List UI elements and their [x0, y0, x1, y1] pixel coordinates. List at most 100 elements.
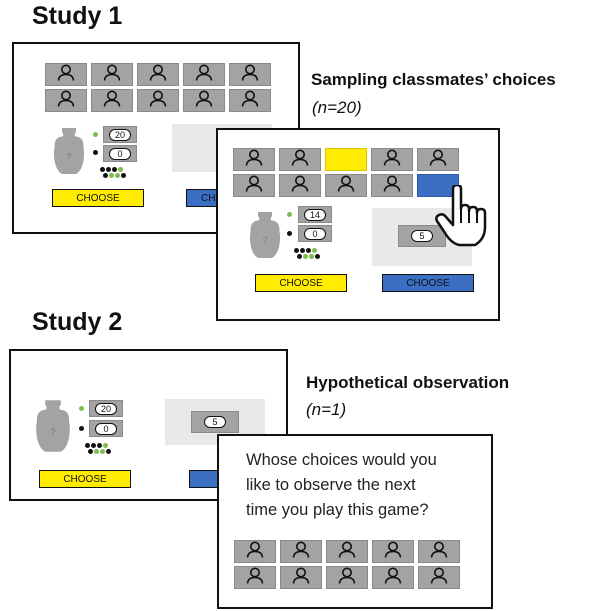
classmate-cell[interactable] [45, 89, 87, 112]
marble-dot [100, 449, 105, 454]
marble-dot [100, 167, 105, 172]
classmate-cell[interactable] [229, 89, 271, 112]
marble-dot [118, 167, 123, 172]
classmates-grid [234, 540, 460, 589]
study1-heading: Study 1 [32, 2, 123, 30]
classmate-cell[interactable] [417, 148, 459, 171]
classmate-cell[interactable] [280, 566, 322, 589]
study1-n-label: (n=20) [312, 98, 362, 117]
marble-dot [300, 248, 305, 253]
person-icon [195, 64, 213, 86]
classmates-grid [233, 148, 459, 197]
question-line: like to observe the next [246, 476, 416, 494]
question-line: Whose choices would you [246, 451, 437, 469]
marble-dot [112, 167, 117, 172]
classmate-cell[interactable] [183, 63, 225, 86]
classmate-cell[interactable] [45, 63, 87, 86]
person-icon [103, 64, 121, 86]
marble-dot [97, 443, 102, 448]
person-icon [383, 175, 401, 197]
classmate-cell[interactable] [418, 540, 460, 563]
marble-dot [303, 254, 308, 259]
green-bullet [93, 132, 98, 137]
classmate-cell[interactable] [280, 540, 322, 563]
marble-dot [85, 443, 90, 448]
classmate-cell[interactable] [233, 148, 275, 171]
person-icon [149, 64, 167, 86]
classmate-cell[interactable] [279, 148, 321, 171]
person-icon [291, 175, 309, 197]
classmate-cell[interactable] [183, 89, 225, 112]
marble-dot [312, 248, 317, 253]
svg-text:?: ? [51, 427, 56, 437]
count-box-top: 14 [298, 206, 332, 223]
classmate-cell[interactable] [91, 89, 133, 112]
question-text: Whose choices would you like to observe … [246, 448, 437, 523]
classmate-cell[interactable] [137, 63, 179, 86]
marble-dot [106, 167, 111, 172]
person-icon [241, 90, 259, 112]
person-icon [292, 567, 310, 589]
count-box-bottom: 0 [89, 420, 123, 437]
urn-icon: ? [248, 210, 282, 265]
person-icon [429, 149, 447, 171]
person-icon [430, 541, 448, 563]
count-box-bottom: 0 [103, 145, 137, 162]
classmate-cell[interactable] [326, 566, 368, 589]
choose-urn-button[interactable]: CHOOSE [52, 189, 144, 207]
classmate-cell[interactable] [234, 540, 276, 563]
classmate-cell[interactable] [325, 174, 367, 197]
urn-icon: ? [52, 126, 86, 181]
marble-dot [309, 254, 314, 259]
classmate-cell[interactable] [234, 566, 276, 589]
classmate-cell[interactable] [418, 566, 460, 589]
marble-dot [297, 254, 302, 259]
person-icon [245, 149, 263, 171]
marble-dot [109, 173, 114, 178]
count-box-top: 20 [89, 400, 123, 417]
sure-amount: 5 [411, 230, 433, 242]
marble-dot [106, 449, 111, 454]
classmate-cell[interactable] [233, 174, 275, 197]
person-icon [195, 90, 213, 112]
classmate-cell[interactable] [279, 174, 321, 197]
person-icon [241, 64, 259, 86]
classmate-cell[interactable] [326, 540, 368, 563]
black-bullet [287, 231, 292, 236]
marble-dot [88, 449, 93, 454]
choose-sure-button[interactable]: CHOOSE [382, 274, 474, 292]
person-icon [291, 149, 309, 171]
classmate-cell[interactable] [229, 63, 271, 86]
study2-caption: Hypothetical observation [306, 373, 510, 392]
black-bullet [93, 150, 98, 155]
classmate-cell[interactable] [372, 540, 414, 563]
choose-urn-button[interactable]: CHOOSE [39, 470, 131, 488]
choose-urn-button[interactable]: CHOOSE [255, 274, 347, 292]
person-icon [430, 567, 448, 589]
person-icon [103, 90, 121, 112]
marble-dot [294, 248, 299, 253]
marble-dot [306, 248, 311, 253]
black-bullet [79, 426, 84, 431]
study1-caption: Sampling classmates’ choices [311, 70, 556, 89]
sure-amount-note: 5 [398, 225, 446, 247]
person-icon [57, 64, 75, 86]
count-black: 0 [304, 227, 326, 240]
classmate-cell[interactable] [372, 566, 414, 589]
classmates-grid [45, 63, 271, 112]
classmate-cell[interactable] [91, 63, 133, 86]
person-icon [384, 541, 402, 563]
classmate-cell[interactable] [137, 89, 179, 112]
count-box-top: 20 [103, 126, 137, 143]
person-icon [384, 567, 402, 589]
person-icon [246, 567, 264, 589]
classmate-cell[interactable] [371, 148, 413, 171]
classmate-cell-chose-urn[interactable] [325, 148, 367, 171]
classmate-cell[interactable] [371, 174, 413, 197]
count-box-bottom: 0 [298, 225, 332, 242]
count-green: 14 [304, 208, 326, 221]
person-icon [338, 541, 356, 563]
pointing-hand-icon [435, 183, 491, 252]
choose-sure-partial-label: CH [201, 192, 216, 204]
count-green: 20 [95, 402, 117, 415]
